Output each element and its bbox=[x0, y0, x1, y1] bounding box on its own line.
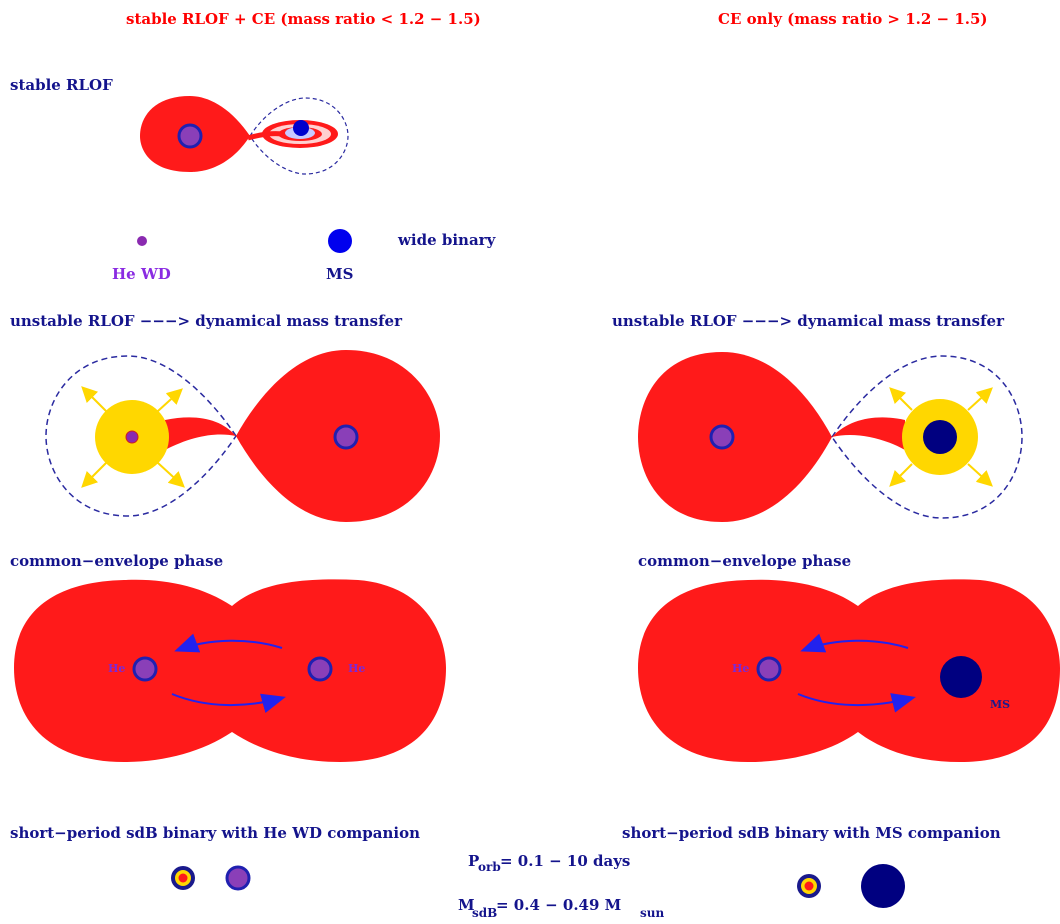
he-core bbox=[125, 430, 139, 444]
stage2-title-right: unstable RLOF −−−> dynamical mass transf… bbox=[612, 312, 1005, 330]
ms-dot bbox=[328, 229, 352, 253]
ms-companion bbox=[861, 864, 905, 908]
common-envelope-right bbox=[638, 579, 1060, 762]
ms-label: MS bbox=[326, 265, 353, 283]
header-right: CE only (mass ratio > 1.2 − 1.5) bbox=[718, 10, 988, 28]
donor-core bbox=[709, 424, 735, 450]
m-value: = 0.4 − 0.49 M bbox=[496, 896, 621, 914]
m-sun: sun bbox=[640, 906, 664, 920]
he-label-right: He bbox=[732, 662, 749, 675]
envelope bbox=[14, 579, 446, 762]
header-left: stable RLOF + CE (mass ratio < 1.2 − 1.5… bbox=[126, 10, 481, 28]
wide-binary-label: wide binary bbox=[397, 231, 497, 249]
stage4-title-left: short−period sdB binary with He WD compa… bbox=[10, 824, 420, 842]
roche-lobe-accretor bbox=[45, 355, 237, 517]
orbital-period: P orb = 0.1 − 10 days bbox=[468, 852, 630, 874]
stage2-title-left: unstable RLOF −−−> dynamical mass transf… bbox=[10, 312, 403, 330]
m-sub: sdB bbox=[472, 906, 497, 920]
stage3-title-right: common−envelope phase bbox=[638, 552, 851, 570]
he-core-b bbox=[307, 656, 333, 682]
roche-lobe-accretor bbox=[831, 355, 1023, 519]
he-label-left-a: He bbox=[108, 662, 125, 675]
m-main: M bbox=[458, 896, 475, 914]
common-envelope-left bbox=[14, 579, 446, 762]
roche-lobe-accretor bbox=[249, 97, 349, 175]
sdb-mass: M sdB = 0.4 − 0.49 M sun bbox=[458, 896, 664, 920]
ms-accretor-star bbox=[293, 120, 309, 136]
stable-rlof-figure bbox=[140, 96, 349, 175]
he-wd-companion bbox=[225, 865, 251, 891]
ms-star bbox=[940, 656, 982, 698]
p-value: = 0.1 − 10 days bbox=[500, 852, 630, 870]
he-core-a bbox=[132, 656, 158, 682]
ms-star bbox=[923, 420, 957, 454]
he-wd-dot bbox=[137, 236, 147, 246]
stage3-title-left: common−envelope phase bbox=[10, 552, 223, 570]
unstable-rlof-right bbox=[638, 352, 1023, 522]
unstable-rlof-left bbox=[45, 350, 440, 522]
ms-label-right: MS bbox=[990, 698, 1010, 711]
final-binary-right bbox=[797, 864, 905, 908]
he-core bbox=[756, 656, 782, 682]
donor-core bbox=[177, 123, 203, 149]
he-label-left-b: He bbox=[348, 662, 365, 675]
p-sub: orb bbox=[478, 860, 501, 874]
donor-core bbox=[333, 424, 359, 450]
final-binary-left bbox=[171, 865, 251, 891]
stage1-title: stable RLOF bbox=[10, 76, 113, 94]
stage4-title-right: short−period sdB binary with MS companio… bbox=[622, 824, 1001, 842]
envelope bbox=[638, 579, 1060, 762]
p-main: P bbox=[468, 852, 479, 870]
roche-lobe-donor bbox=[638, 352, 832, 522]
he-wd-label: He WD bbox=[112, 265, 171, 283]
